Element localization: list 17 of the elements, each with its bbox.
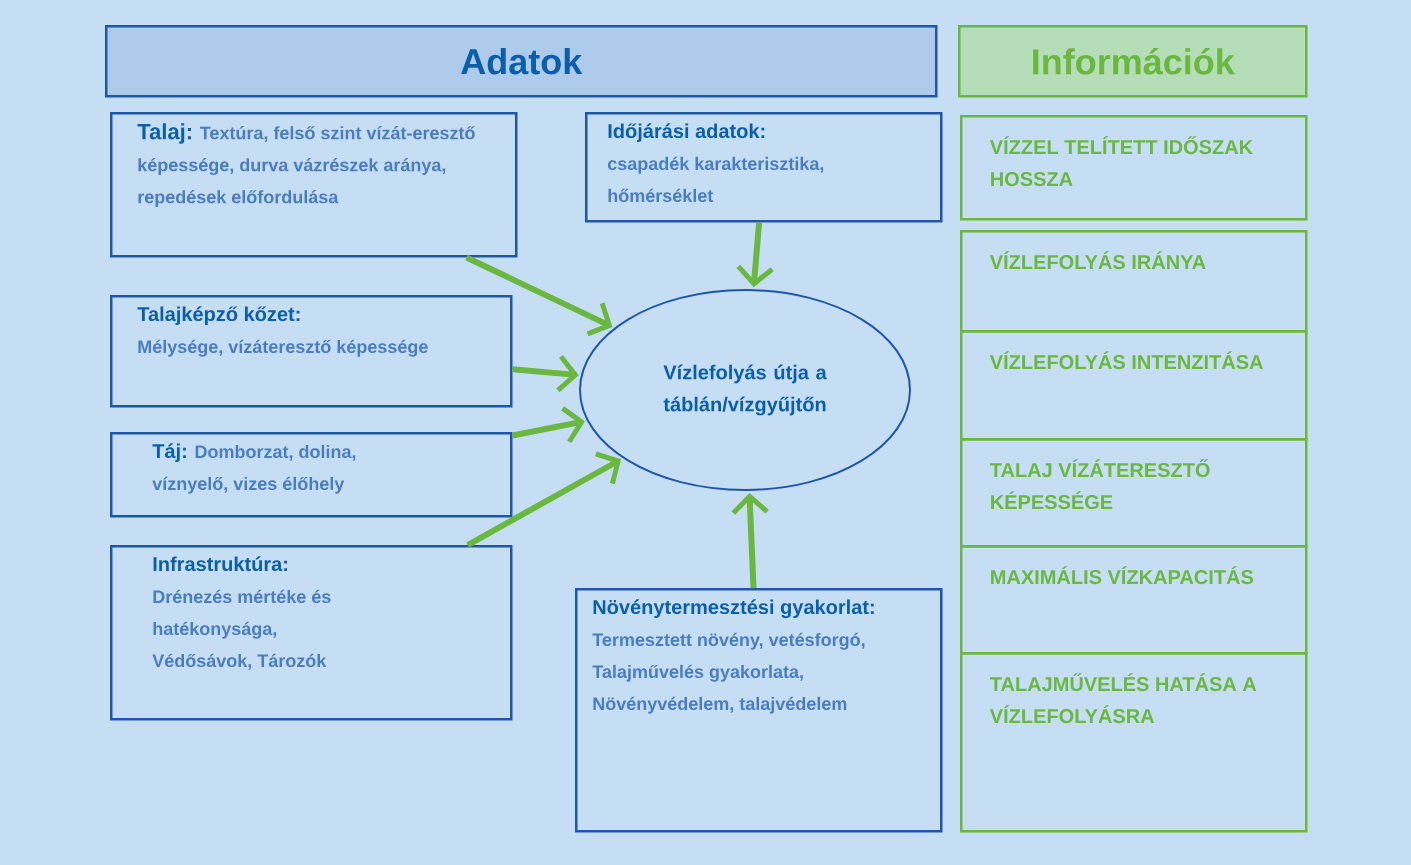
info-box: VÍZLEFOLYÁS IRÁNYA (960, 230, 1308, 333)
header-band: Adatok (105, 25, 938, 98)
info-box: VÍZZEL TELÍTETT IDŐSZAK HOSSZA (960, 115, 1308, 221)
info-box: TALAJ VÍZÁTERESZTŐ KÉPESSÉGE (960, 438, 1308, 548)
info-box: MAXIMÁLIS VÍZKAPACITÁS (960, 545, 1308, 655)
data-box: Időjárási adatok: csapadék karakterisztika, hőmérséklet (585, 112, 943, 223)
data-box: Talaj: Textúra, felső szint vízát-eresztő képessége, durva vázrészek aránya, repedések előfordulása (110, 112, 518, 258)
header-band: Információk (958, 25, 1308, 98)
arrow (731, 492, 769, 589)
arrow (466, 451, 622, 548)
data-box: Táj: Domborzat, dolina, víznyelő, vizes élőhely (110, 432, 513, 518)
data-box: Talajképző kőzet: Mélysége, vízáteresztő képessége (110, 295, 513, 408)
info-box: VÍZLEFOLYÁS INTENZITÁSA (960, 330, 1308, 441)
data-box: Infrastruktúra: Drénezés mértéke és hatékonysága, Védősávok, Tározók (110, 545, 513, 721)
arrow (465, 254, 613, 337)
data-box: Növénytermesztési gyakorlat: Termesztett növény, vetésforgó, Talajművelés gyakorlata, Növényvédelem, talajvédelem (575, 588, 943, 833)
info-box: TALAJMŰVELÉS HATÁSA A VÍZLEFOLYÁSRA (960, 652, 1308, 833)
